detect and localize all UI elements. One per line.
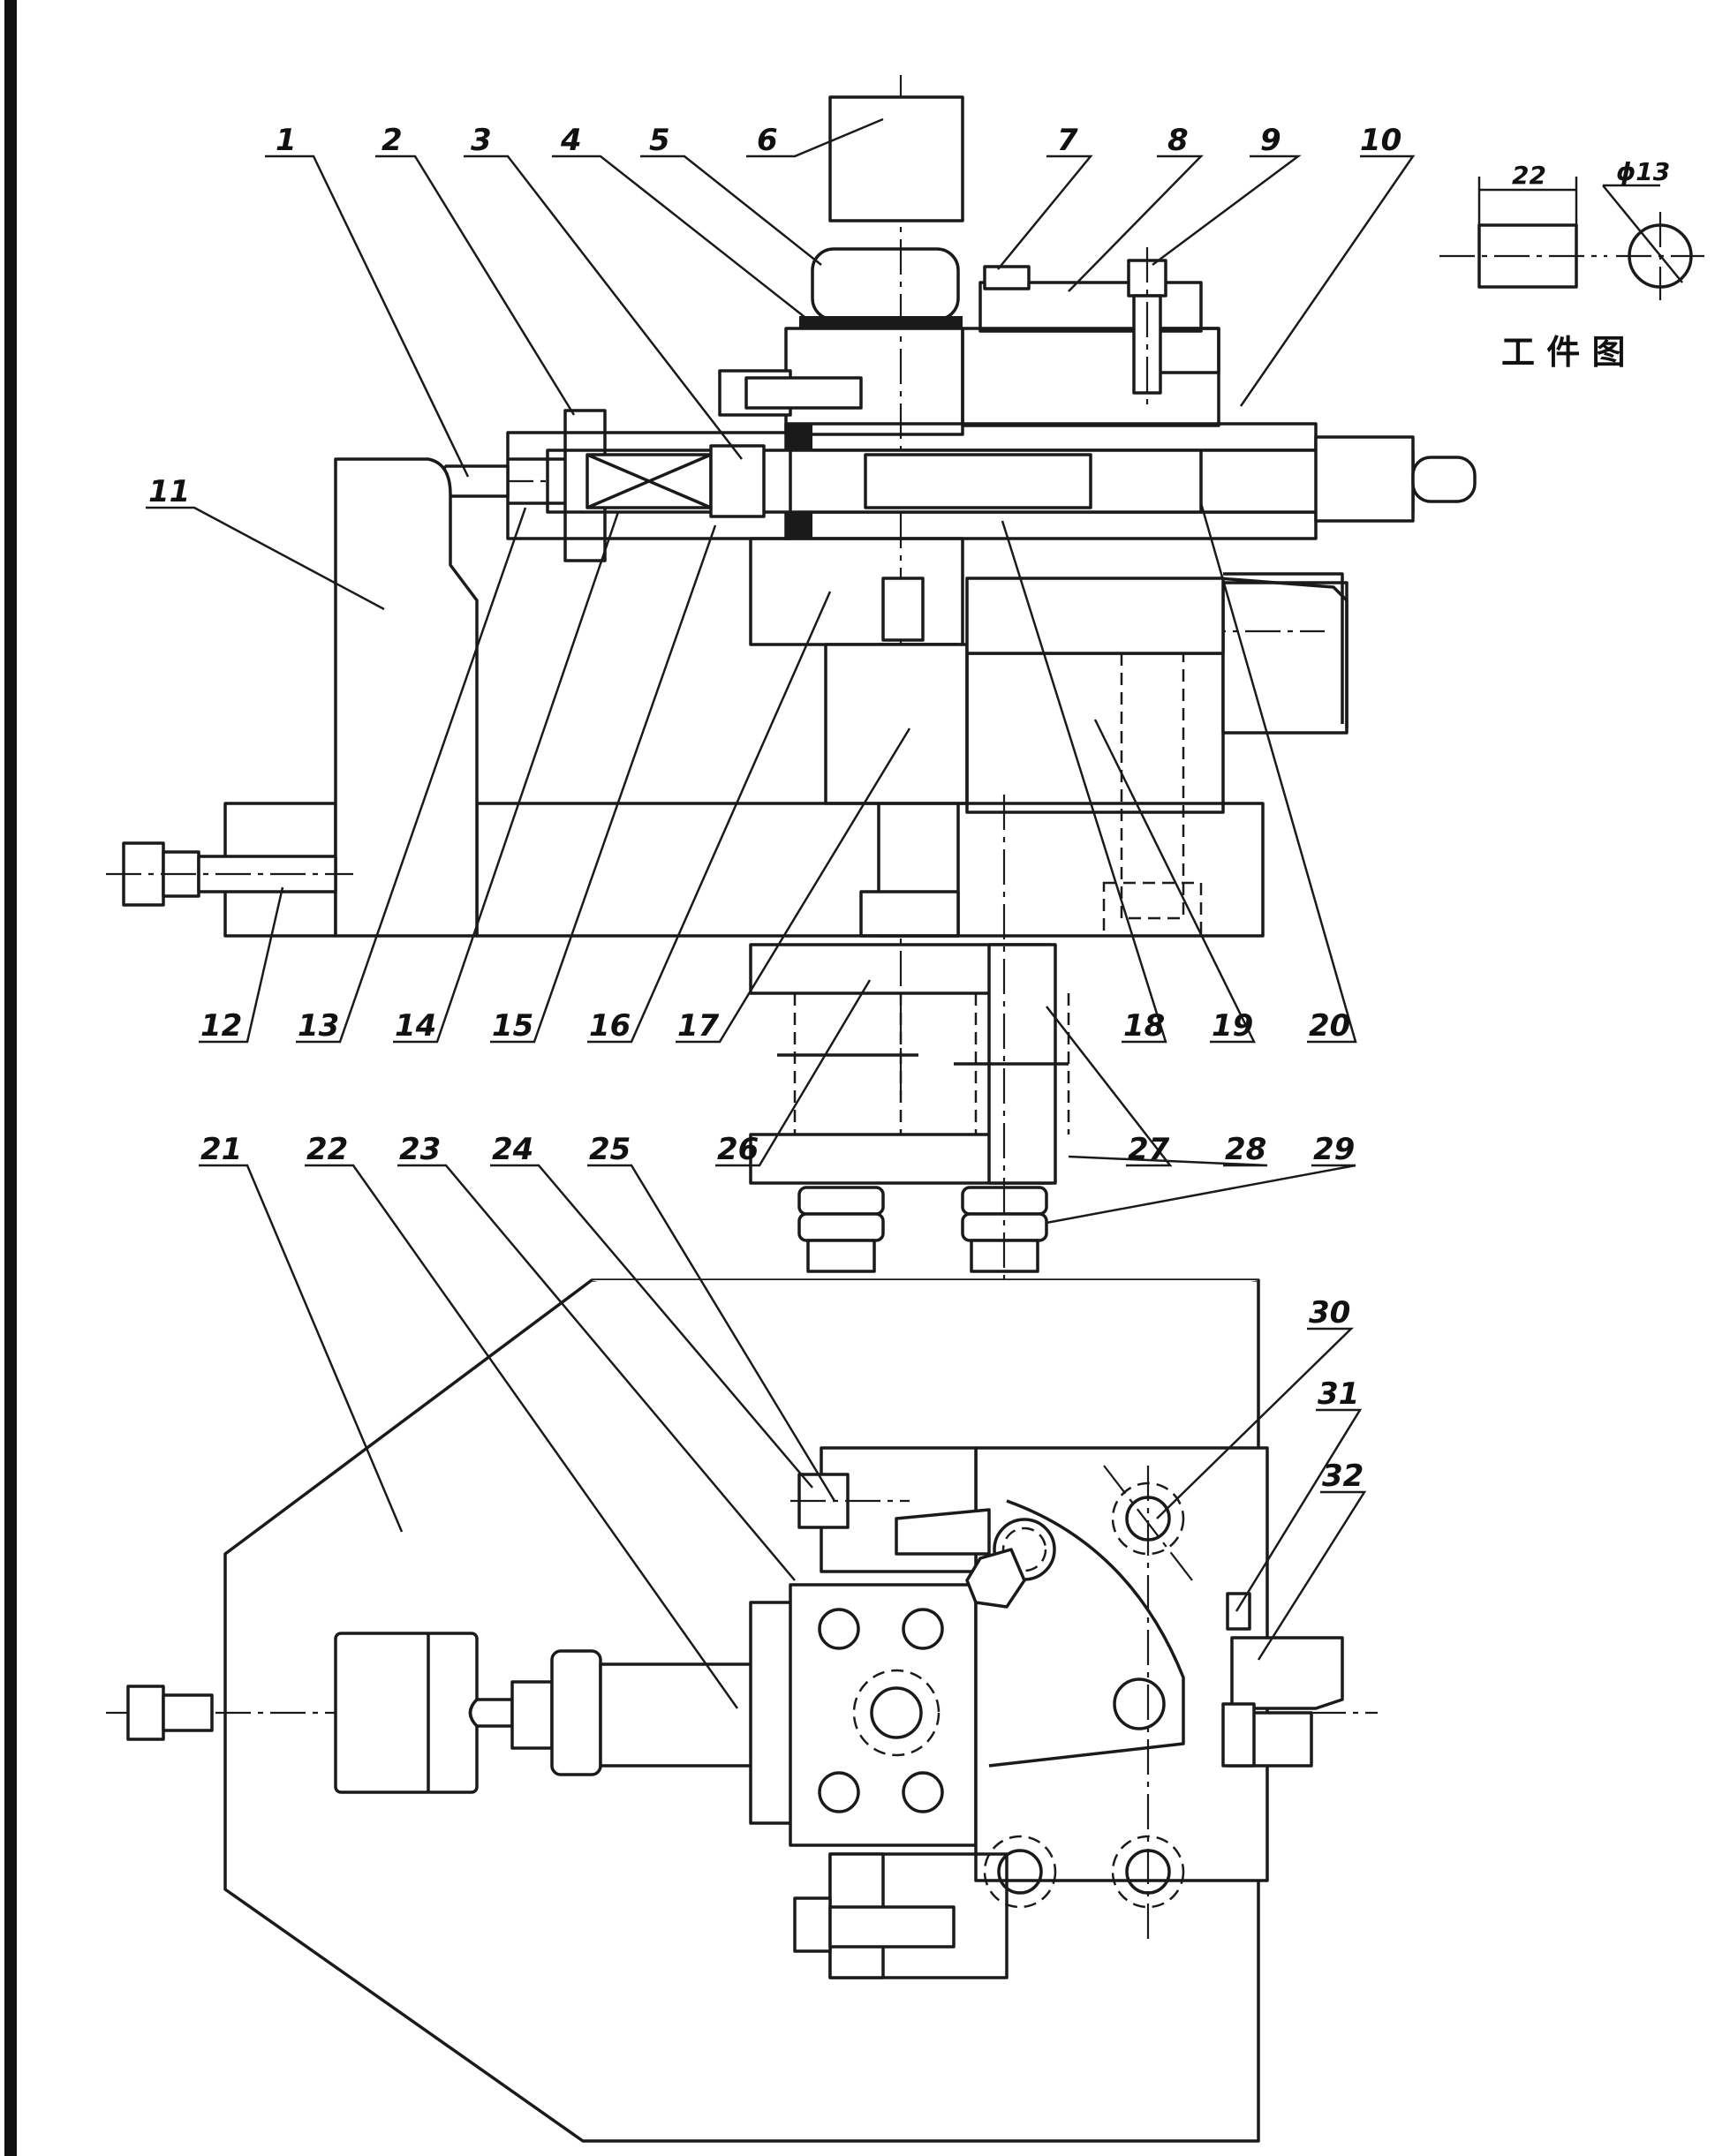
leader-lines: [146, 117, 1416, 1709]
callout-4: 4: [560, 123, 582, 158]
callout-32: 32: [1322, 1459, 1364, 1494]
callout-30: 30: [1309, 1295, 1350, 1331]
cover-plate-part-8: [978, 281, 1203, 333]
support-block: [749, 537, 964, 646]
pressure-pad-part-5: [811, 247, 960, 321]
callout-17: 17: [677, 1008, 720, 1044]
sleeve-lower: [784, 510, 1318, 540]
callout-2: 2: [382, 123, 403, 158]
callout-7: 7: [1057, 123, 1078, 158]
body-block-right: [965, 652, 1225, 814]
callout-19: 19: [1212, 1008, 1253, 1044]
die-block-right: [961, 327, 1220, 427]
dim-length: 22: [1512, 161, 1546, 190]
callout-14: 14: [395, 1008, 436, 1044]
callout-15: 15: [492, 1008, 533, 1044]
thin-plate-part-4: [799, 316, 963, 328]
right-die-block: [974, 1446, 1269, 1882]
callout-31: 31: [1318, 1376, 1359, 1412]
sleeve-upper: [784, 422, 1318, 452]
callout-18: 18: [1123, 1008, 1165, 1044]
callout-9: 9: [1260, 123, 1281, 158]
callout-5: 5: [649, 123, 670, 158]
callout-23: 23: [399, 1132, 441, 1167]
callout-16: 16: [589, 1008, 631, 1044]
callout-3: 3: [471, 123, 492, 158]
callout-numbers: 1 2 3 4 5 6 7 8 9 10 11 12 13 14 15 16 1…: [148, 123, 1401, 1494]
callout-27: 27: [1128, 1132, 1170, 1167]
callout-20: 20: [1309, 1008, 1350, 1044]
callout-13: 13: [298, 1008, 339, 1044]
callout-28: 28: [1225, 1132, 1266, 1167]
callout-6: 6: [757, 123, 778, 158]
callout-11: 11: [148, 474, 190, 509]
callout-25: 25: [589, 1132, 631, 1167]
workpiece-caption: 工 件 图: [1501, 333, 1625, 372]
front-section-view: [106, 75, 1477, 1289]
callout-1: 1: [276, 123, 297, 158]
callout-8: 8: [1167, 123, 1189, 158]
callout-12: 12: [200, 1008, 242, 1044]
callout-21: 21: [200, 1132, 242, 1167]
callout-22: 22: [306, 1132, 348, 1167]
dim-diameter: ϕ13: [1616, 157, 1670, 186]
callout-26: 26: [717, 1132, 759, 1167]
workpiece-detail: 22 ϕ13 工 件 图: [1439, 157, 1704, 372]
punch-part-6: [828, 95, 964, 222]
pin-part-16: [881, 577, 925, 642]
plan-view: [106, 1278, 1378, 2143]
frame-part-11: [334, 457, 479, 938]
callout-10: 10: [1360, 123, 1401, 158]
callout-29: 29: [1313, 1132, 1355, 1167]
callout-24: 24: [492, 1132, 533, 1167]
